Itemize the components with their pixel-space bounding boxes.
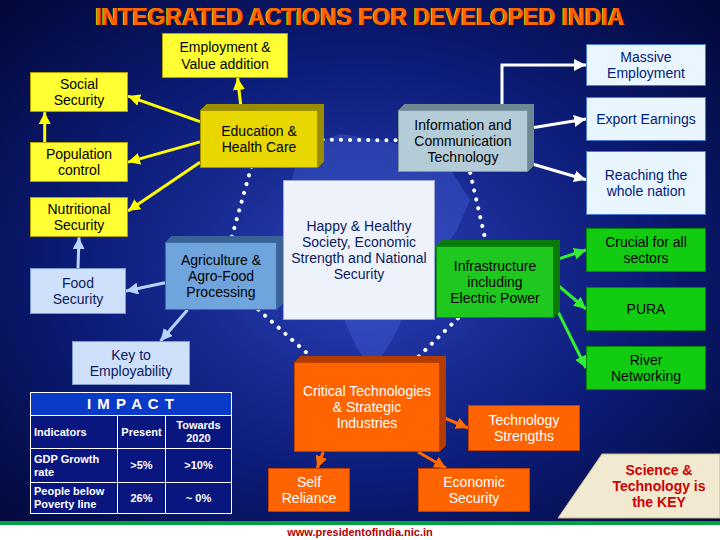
goal-box: Happy & Healthy Society, Economic Streng… [283,180,435,320]
box-text: Export Earnings [593,111,699,127]
box-text: Reaching the whole nation [593,167,699,199]
action-box: Critical Technologies & Strategic Indust… [294,362,440,452]
arrow-connector [528,163,586,180]
output-box: Crucial for all sectors [586,228,706,272]
action-box: Information and Communication Technology [398,110,528,172]
arrow-connector [554,250,586,260]
box-text: Information and Communication Technology [405,117,521,165]
table-cell: Present [117,415,166,449]
box-text: Crucial for all sectors [593,234,699,266]
box-text: Infrastructure including Electric Power [443,258,547,306]
box-text: Education & Health Care [207,123,311,155]
box-text: Nutritional Security [37,201,121,233]
output-box: Nutritional Security [30,197,128,237]
table-header: I M P A C T [30,392,232,416]
arrow-connector [78,237,79,268]
box-text: River Networking [593,352,699,384]
key-box: Science & Technology is the KEY [558,454,720,518]
box-text: Technology Strengths [475,412,573,444]
box-text: Happy & Healthy Society, Economic Streng… [290,218,428,282]
output-box: PURA [586,287,706,331]
action-box: Infrastructure including Electric Power [436,246,554,318]
box-text: Critical Technologies & Strategic Indust… [301,383,433,431]
arrow-connector [43,112,46,142]
output-box: Export Earnings [586,97,706,141]
box-text: Key to Employability [79,347,183,379]
box-text: PURA [593,301,699,317]
arrow-connector [128,96,200,121]
output-box: Employment & Value addition [162,33,288,78]
table-cell: >5% [117,448,166,483]
box-text: Employment & Value addition [169,39,281,71]
box-text: Social Security [37,76,121,108]
arrow-connector [128,142,200,162]
table-cell: ~ 0% [165,482,232,514]
table-cell: GDP Growth rate [30,448,118,483]
output-box: River Networking [586,346,706,390]
action-box: Education & Health Care [200,110,318,168]
box-text: Self Reliance [275,474,343,506]
arrow-connector [554,304,586,368]
table-cell: 26% [117,482,166,514]
action-box: Agriculture & Agro-Food Processing [165,242,277,310]
output-box: Key to Employability [72,341,190,385]
output-box: Self Reliance [268,468,350,512]
arrow-connector [528,119,586,129]
arrow-connector [161,310,188,341]
arrow-connector [128,162,200,211]
footer-band [0,525,720,540]
arrow-connector [317,452,323,468]
table-cell: People below Poverty line [30,482,118,514]
arrow-connector [238,78,242,110]
key-shape [558,454,720,518]
table-cell: >10% [165,448,232,483]
output-box: Massive Employment [586,44,706,86]
box-text: Science & Technology is the KEY [604,462,714,510]
arrow-connector [502,65,586,110]
arrow-connector [440,416,468,428]
output-box: Technology Strengths [468,405,580,451]
footer-url: www.presidentofindia.nic.in [0,525,720,540]
output-box: Reaching the whole nation [586,151,706,215]
arrow-connector [126,283,165,291]
output-box: Food Security [30,268,126,314]
box-text: Population control [37,146,121,178]
box-text: Agriculture & Agro-Food Processing [172,252,270,300]
box-text: Economic Security [425,474,523,506]
box-text: Food Security [37,275,119,307]
arrow-connector [418,452,446,468]
output-box: Social Security [30,72,128,112]
table-cell: Indicators [30,415,118,449]
arrow-connector [554,282,586,309]
green-band [0,521,720,525]
box-text: Massive Employment [593,49,699,81]
output-box: Population control [30,142,128,182]
table-cell: Towards 2020 [165,415,232,449]
output-box: Economic Security [418,468,530,512]
diagram-title: INTEGRATED ACTIONS FOR DEVELOPED INDIA [0,2,720,32]
